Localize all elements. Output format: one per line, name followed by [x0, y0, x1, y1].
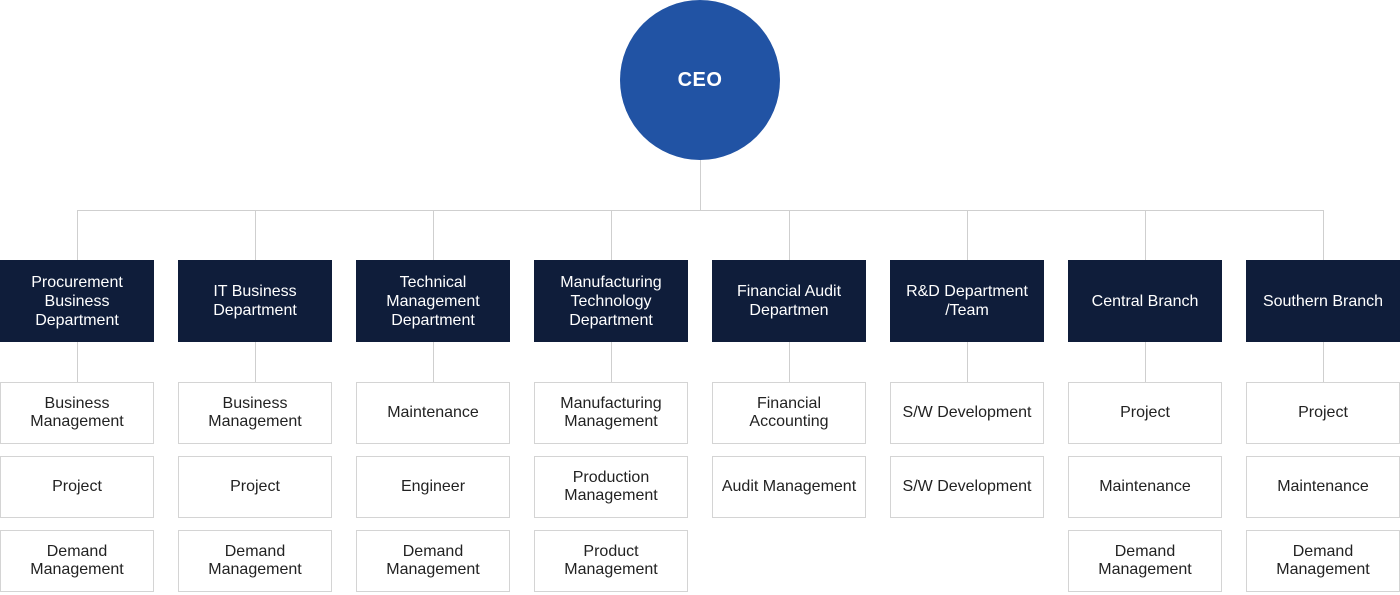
sub-unit-label: Maintenance	[1277, 478, 1369, 495]
sub-unit-box[interactable]: Maintenance	[1246, 456, 1400, 518]
sub-unit-label: Engineer	[400, 478, 466, 495]
sub-unit-label: S/W Development	[902, 478, 1032, 495]
sub-unit-label: Audit Management	[721, 478, 857, 495]
department-label: R&D Department/Team	[906, 283, 1028, 319]
department-box[interactable]: Central Branch	[1068, 260, 1222, 342]
department-box[interactable]: Southern Branch	[1246, 260, 1400, 342]
sub-unit-label: Project	[52, 478, 102, 495]
sub-unit-box[interactable]: Project	[1246, 382, 1400, 444]
department-label: Southern Branch	[1262, 292, 1384, 310]
ceo-label: CEO	[677, 68, 723, 91]
sub-unit-box[interactable]: Engineer	[356, 456, 510, 518]
sub-unit-box[interactable]: Project	[178, 456, 332, 518]
sub-unit-box[interactable]: S/W Development	[890, 382, 1044, 444]
department-box[interactable]: R&D Department/Team	[890, 260, 1044, 342]
sub-unit-box[interactable]: Audit Management	[712, 456, 866, 518]
sub-unit-box[interactable]: S/W Development	[890, 456, 1044, 518]
ceo-node[interactable]: CEO	[620, 0, 780, 160]
sub-unit-label: Maintenance	[387, 404, 479, 421]
sub-unit-label: Maintenance	[1099, 478, 1191, 495]
sub-unit-box[interactable]: Project	[1068, 382, 1222, 444]
sub-unit-label: Project	[230, 478, 280, 495]
sub-unit-label: Project	[1298, 404, 1348, 421]
sub-unit-box[interactable]: Maintenance	[1068, 456, 1222, 518]
sub-unit-label: S/W Development	[902, 404, 1032, 421]
department-label: Central Branch	[1091, 292, 1199, 310]
sub-unit-box[interactable]: Project	[0, 456, 154, 518]
sub-unit-label: Project	[1120, 404, 1170, 421]
sub-unit-box[interactable]: Maintenance	[356, 382, 510, 444]
